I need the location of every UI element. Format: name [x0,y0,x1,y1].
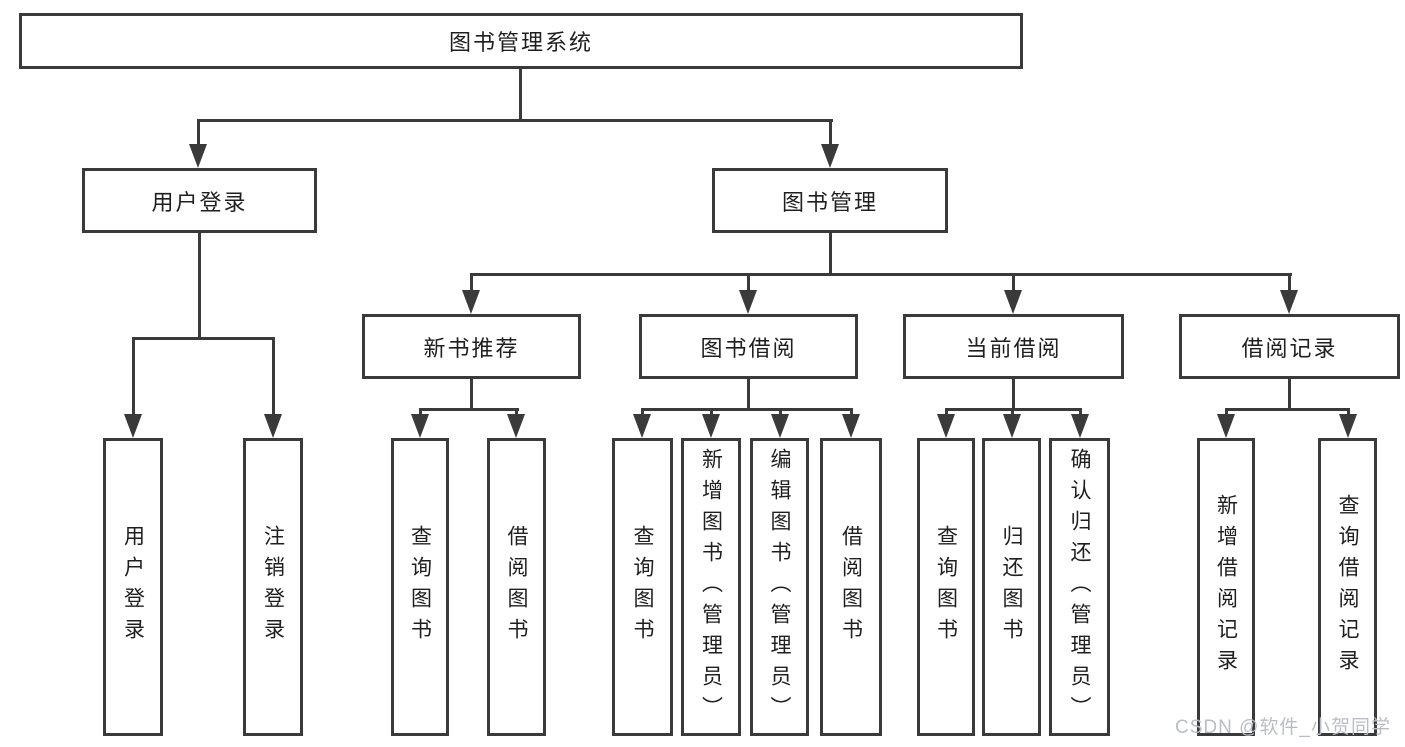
connector-vline [1347,408,1350,416]
node-book-borrowing: 图书借阅 [639,314,858,379]
connector-vline [515,408,518,416]
connector-vline [1225,408,1228,416]
connector-vline [1288,379,1291,411]
arrow-down-icon [739,290,757,314]
arrow-down-icon [1004,290,1022,314]
arrow-down-icon [411,414,429,438]
node-new-book-recommend: 新书推荐 [362,314,581,379]
arrow-down-icon [842,414,860,438]
connector-hline [1225,408,1350,411]
connector-vline [1011,408,1014,416]
arrow-down-icon [462,290,480,314]
arrow-down-icon [821,144,839,168]
connector-vline [1012,273,1015,290]
arrow-down-icon [771,414,789,438]
node-return-book: 归还图书 [982,438,1041,736]
node-edit-book-admin: 编辑图书（管理员） [750,438,809,736]
connector-hline [197,119,833,122]
arrow-down-icon [1003,414,1021,438]
node-library-system: 图书管理系统 [19,13,1023,69]
connector-vline [641,408,644,416]
connector-hline [470,273,1292,276]
connector-vline [197,119,200,146]
connector-vline [519,69,522,122]
connector-vline [419,408,422,416]
arrow-down-icon [1217,414,1235,438]
arrow-down-icon [702,414,720,438]
arrow-down-icon [1280,290,1298,314]
node-logout: 注销登录 [243,438,303,736]
node-user-login: 用户登录 [103,438,163,736]
node-current-borrowing: 当前借阅 [903,314,1124,379]
csdn-watermark: CSDN @软件_小贺同学 [1175,717,1391,738]
connector-hline [641,408,853,411]
arrow-down-icon [633,414,651,438]
arrow-down-icon [507,414,525,438]
connector-vline [829,233,832,276]
node-add-book-admin: 新增图书（管理员） [681,438,741,736]
connector-vline [1079,408,1082,416]
node-query-books-current: 查询图书 [917,438,975,736]
connector-vline [779,408,782,416]
arrow-down-icon [1339,414,1357,438]
arrow-down-icon [264,414,282,438]
arrow-down-icon [937,414,955,438]
node-query-books-recommend: 查询图书 [391,438,449,736]
arrow-down-icon [189,144,207,168]
connector-hline [419,408,519,411]
connector-vline [1012,379,1015,411]
connector-vline [1288,273,1291,290]
node-query-books-borrowing: 查询图书 [612,438,673,736]
connector-vline [747,379,750,411]
node-confirm-return-admin: 确认归还（管理员） [1049,438,1110,736]
node-query-borrow-record: 查询借阅记录 [1318,438,1377,736]
arrow-down-icon [1071,414,1089,438]
node-add-borrow-record: 新增借阅记录 [1197,438,1255,736]
connector-vline [272,337,275,414]
connector-vline [747,273,750,290]
connector-vline [470,273,473,290]
connector-vline [945,408,948,416]
node-borrow-book-recommend: 借阅图书 [487,438,546,736]
connector-vline [829,119,832,146]
connector-vline [198,233,201,340]
node-user-login-group: 用户登录 [82,168,317,233]
connector-vline [850,408,853,416]
node-borrow-records: 借阅记录 [1179,314,1400,379]
node-book-management: 图书管理 [712,168,948,233]
connector-vline [710,408,713,416]
node-borrow-book: 借阅图书 [820,438,882,736]
connector-hline [132,337,275,340]
connector-vline [132,337,135,414]
arrow-down-icon [124,414,142,438]
connector-vline [470,379,473,411]
